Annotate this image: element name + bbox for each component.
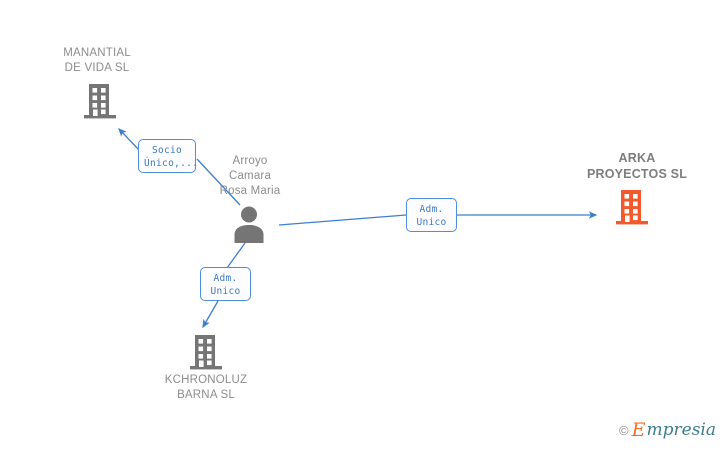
node-label-arka: ARKA PROYECTOS SL <box>586 151 688 181</box>
node-label-manantial: MANANTIAL DE VIDA SL <box>63 47 131 74</box>
building-icon-arka[interactable] <box>616 188 648 226</box>
building-icon-kchronoluz[interactable] <box>190 333 222 371</box>
edge-line-person-arka-left <box>278 214 407 226</box>
edge-line-person-kchronoluz-lower <box>202 300 219 329</box>
building-icon-manantial[interactable] <box>84 82 116 120</box>
relation-label-adm-unico-kchronoluz[interactable]: Adm. Unico <box>200 267 251 301</box>
relation-label-socio-unico[interactable]: Socio Único,... <box>138 139 198 173</box>
edge-line-person-kchronoluz-upper <box>226 242 246 269</box>
copyright-symbol: © <box>619 423 629 438</box>
edge-line-person-manantial-upper <box>118 128 141 152</box>
brand-initial: E <box>631 419 646 441</box>
watermark-empresia: © E mpresia <box>619 421 716 440</box>
relation-label-adm-unico-arka[interactable]: Adm. Unico <box>406 198 457 232</box>
node-label-person: Arroyo Camara Rosa Maria <box>219 155 281 197</box>
person-icon-arroyo-camara[interactable] <box>231 205 267 243</box>
node-label-kchronoluz: KCHRONOLUZ BARNA SL <box>164 374 248 401</box>
brand-name: mpresia <box>646 420 717 440</box>
